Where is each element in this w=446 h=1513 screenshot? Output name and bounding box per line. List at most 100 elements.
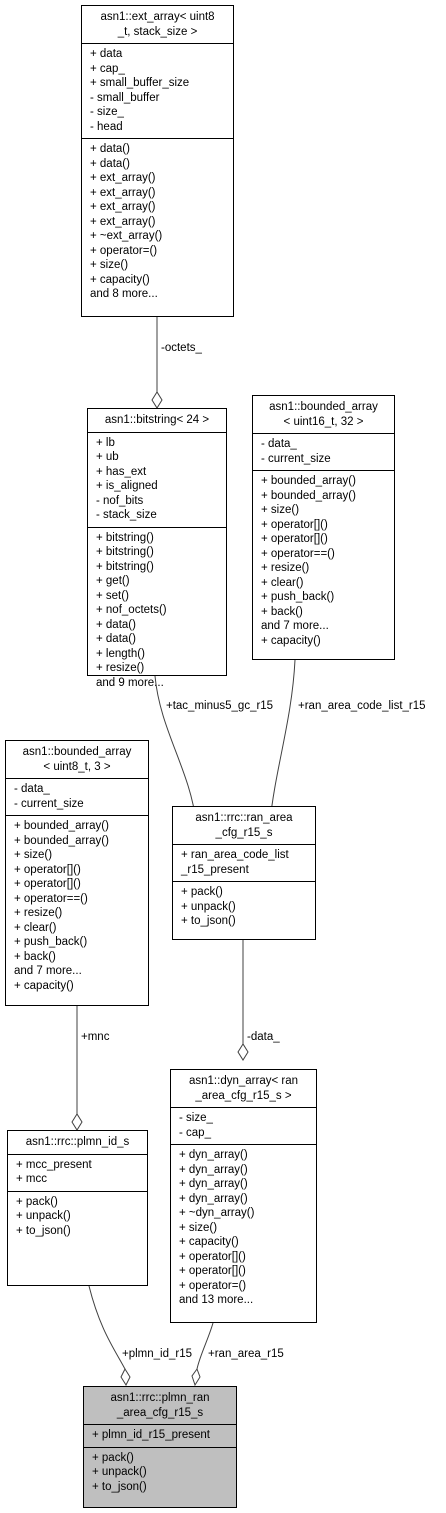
class-title: asn1::rrc::plmn_ran _area_cfg_r15_s [84,1387,236,1424]
method: + bounded_array() [261,475,356,487]
attribute: - small_buffer [90,91,160,104]
method: + ~ext_array() [90,230,163,242]
class-box-bounded-array-uint16: asn1::bounded_array < uint16_t, 32 > - d… [252,395,395,660]
attribute: + ran_area_code_list [181,849,289,861]
attribute: - size_ [179,1112,213,1124]
method: + size() [90,259,129,271]
class-title: asn1::dyn_array< ran _area_cfg_r15_s > [171,1070,316,1107]
title-line: < uint8_t, 3 > [43,760,111,773]
attribute: - data_ [14,783,50,795]
method: + operator[]() [14,878,81,890]
method: + pack() [92,1451,134,1464]
attribute: + cap_ [90,62,125,75]
class-title: asn1::ext_array< uint8 _t, stack_size > [82,6,233,43]
method: + operator=() [90,244,158,257]
method: + operator[]() [179,1265,246,1277]
edge-octets-diamond [151,391,163,409]
methods-section: + bounded_array() + bounded_array() + si… [6,815,148,997]
class-title: asn1::rrc::plmn_id_s [8,1131,147,1154]
attribute: + ub [96,451,119,463]
title-line: asn1::bounded_array [22,746,132,758]
class-box-bitstring: asn1::bitstring< 24 > + lb + ub + has_ex… [87,408,227,689]
edge-ran-area-diamond [191,1367,201,1387]
method: + set() [96,589,129,602]
method: + operator=() [179,1279,247,1292]
edge-tac [154,675,197,823]
attribute: - nof_bits [96,494,144,507]
method: + ~dyn_array() [179,1207,255,1219]
method: and 8 more... [90,288,158,300]
title-line: asn1::dyn_array< ran [189,1075,298,1087]
title-line: asn1::bounded_array [269,401,378,413]
title-line: _area_cfg_r15_s > [195,1089,292,1102]
edge-plmn-id [88,1285,126,1370]
edge-plmn-id-diamond [120,1367,131,1387]
title-line: asn1::rrc::ran_area [195,812,293,824]
methods-section: + bitstring() + bitstring() + bitstring(… [88,526,226,695]
method: + resize() [261,562,310,574]
attribute: + mcc [16,1173,47,1185]
attribute: _r15_present [181,863,249,876]
method: + to_json() [181,915,236,927]
method: + unpack() [181,900,236,913]
method: + back() [14,950,56,963]
method: + operator[]() [261,518,328,531]
methods-section: + pack() + unpack() + to_json() [8,1190,147,1243]
method: and 7 more... [14,965,82,977]
method: + data() [96,618,136,631]
attribute: - current_size [261,452,331,465]
method: + operator[]() [14,863,81,876]
attributes-section: - data_ - current_size [253,433,394,470]
edge-label-data: -data_ [247,1031,280,1043]
attributes-section: - data_ - current_size [6,778,148,815]
edge-ran-code [269,659,296,823]
method: + back() [261,605,303,618]
method: + data() [96,633,136,645]
method: + bitstring() [96,560,154,573]
attributes-section: + ran_area_code_list _r15_present [173,844,315,881]
attribute: - cap_ [179,1126,211,1139]
method: + bitstring() [96,531,154,544]
class-box-bounded-array-uint8: asn1::bounded_array < uint8_t, 3 > - dat… [5,740,149,1006]
method: + bounded_array() [261,489,356,502]
attribute: + small_buffer_size [90,77,190,89]
edge-ran-area [196,1322,214,1370]
title-line: _cfg_r15_s [215,826,273,839]
method: + get() [96,575,130,587]
methods-section: + pack() + unpack() + to_json() [84,1446,236,1499]
attribute: + plmn_id_r15_present [92,1429,210,1441]
attributes-section: + mcc_present + mcc [8,1153,147,1191]
edge-label-ran-area-r15: +ran_area_r15 [208,1348,284,1360]
edge-label-tac: +tac_minus5_gc_r15 [166,700,274,712]
method: + to_json() [16,1224,71,1237]
attributes-section: - size_ - cap_ [171,1107,316,1144]
class-title: asn1::bounded_array < uint8_t, 3 > [6,741,148,778]
class-title: asn1::rrc::ran_area _cfg_r15_s [173,807,315,844]
methods-section: + pack() + unpack() + to_json() [173,881,315,933]
method: + pack() [16,1195,58,1208]
method: + size() [14,849,53,861]
method: + push_back() [261,591,335,603]
method: + capacity() [261,634,321,647]
class-box-dyn-array: asn1::dyn_array< ran _area_cfg_r15_s > -… [170,1069,317,1323]
method: + bounded_array() [14,834,109,847]
method: and 13 more... [179,1294,254,1306]
method: + operator==() [14,892,88,905]
attribute: + has_ext [96,465,147,478]
method: + dyn_array() [179,1178,248,1190]
method: + size() [179,1221,218,1234]
method: + clear() [261,576,304,589]
method: + operator[]() [261,533,328,545]
methods-section: + dyn_array() + dyn_array() + dyn_array(… [171,1144,316,1312]
method: + ext_array() [90,186,156,199]
title-line: asn1::bitstring< 24 > [104,414,210,426]
edge-label-octets: -octets_ [161,342,202,354]
attribute: + mcc_present [16,1158,92,1171]
attribute: + lb [96,436,115,449]
attributes-section: + plmn_id_r15_present [84,1424,236,1447]
method: + clear() [14,921,57,934]
class-box-ext-array: asn1::ext_array< uint8 _t, stack_size > … [81,5,234,317]
method: + pack() [181,886,223,898]
method: + bounded_array() [14,820,109,832]
method: + resize() [14,907,63,919]
